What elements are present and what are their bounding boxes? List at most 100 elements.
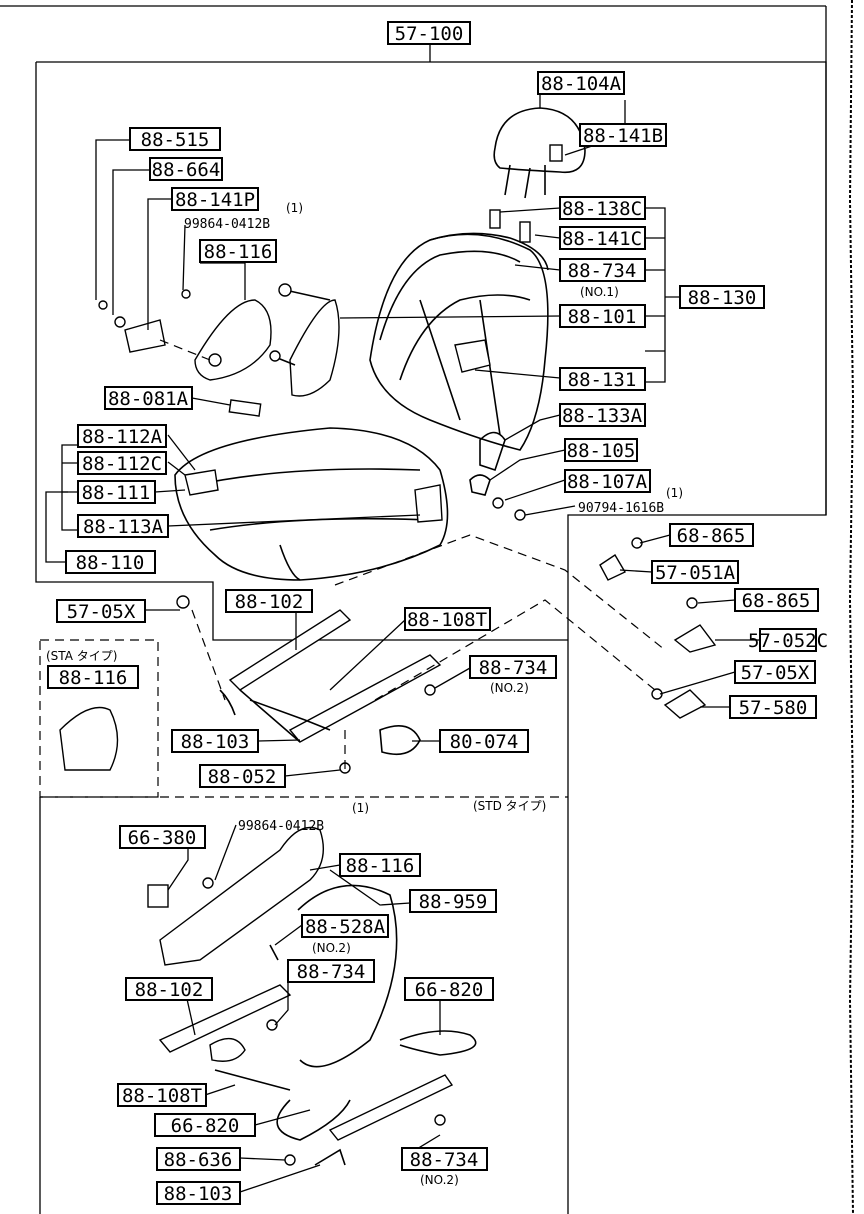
label-text: 88-101 (568, 306, 637, 328)
label-57-05X-lower: 57-05X (734, 660, 816, 684)
label-text: 57-580 (739, 697, 808, 719)
label-57-580: 57-580 (729, 695, 817, 719)
label-text: 88-734 (410, 1149, 479, 1171)
label-text: 88-104A (541, 73, 622, 95)
label-text: 88-664 (152, 159, 221, 181)
label-57-051A: 57-051A (651, 560, 739, 584)
label-88-110: 88-110 (65, 550, 156, 574)
label-88-515: 88-515 (129, 127, 221, 151)
label-88-105: 88-105 (564, 438, 638, 462)
label-text: 88-113A (83, 516, 164, 538)
note-text: (NO.2) (420, 1173, 459, 1187)
label-57-052C: 57-052C (748, 628, 828, 652)
label-text: 68-865 (742, 590, 811, 612)
label-88-108T-std: 88-108T (117, 1083, 207, 1107)
label-text: 88-116 (59, 667, 128, 689)
label-88-104A: 88-104A (537, 71, 625, 95)
label-88-113A: 88-113A (77, 514, 169, 538)
label-text: 57-052C (748, 630, 828, 652)
label-88-081A: 88-081A (104, 386, 193, 410)
label-88-102-upper: 88-102 (225, 589, 313, 613)
label-text: 88-102 (135, 979, 204, 1001)
label-57-05X-upper: 57-05X (56, 599, 146, 623)
label-text: 88-734 (297, 961, 366, 983)
label-88-130: 88-130 (679, 285, 765, 309)
label-text: 57-100 (395, 23, 464, 45)
label-text: 88-141P (175, 189, 255, 211)
label-88-116-std: 88-116 (339, 853, 421, 877)
label-text: 88-959 (419, 891, 488, 913)
label-text: 88-105 (567, 440, 636, 462)
label-88-959: 88-959 (409, 889, 497, 913)
label-88-116-upper: 88-116 (199, 239, 277, 263)
label-text: 57-051A (655, 562, 736, 584)
label-88-112A: 88-112A (77, 424, 167, 448)
label-88-734-std-upper: 88-734 (287, 959, 375, 983)
label-text: 88-528A (305, 916, 386, 938)
label-text: 88-107A (567, 471, 648, 493)
label-88-116-sta: 88-116 (47, 665, 139, 689)
label-text: 88-133A (562, 405, 643, 427)
label-88-052: 88-052 (199, 764, 286, 788)
label-text: 88-141C (562, 228, 642, 250)
label-text: 66-820 (415, 979, 484, 1001)
label-text: 88-515 (141, 129, 210, 151)
note-text: (1) (352, 801, 369, 815)
label-88-734-std-lower: 88-734 (401, 1147, 488, 1171)
label-text: 88-131 (568, 369, 637, 391)
part-number-text: 90794-1616B (578, 501, 664, 516)
label-text: 88-116 (346, 855, 415, 877)
label-68-865-lower: 68-865 (734, 588, 819, 612)
label-88-141B: 88-141B (579, 123, 667, 147)
label-text: 88-111 (82, 482, 151, 504)
label-text: 66-380 (128, 827, 197, 849)
label-text: 88-636 (164, 1149, 233, 1171)
label-88-141P: 88-141P (171, 187, 259, 211)
part-number-text: 99864-0412B (238, 819, 324, 834)
label-88-112C: 88-112C (77, 451, 167, 475)
label-88-103-std: 88-103 (156, 1181, 241, 1205)
label-88-101: 88-101 (559, 304, 646, 328)
note-text: (STD タイプ) (473, 799, 546, 813)
label-text: 88-052 (208, 766, 277, 788)
label-text: 88-138C (562, 198, 642, 220)
label-text: 80-074 (450, 731, 519, 753)
label-text: 88-081A (108, 388, 189, 410)
label-88-108T-upper: 88-108T (404, 607, 491, 631)
label-text: 88-734 (479, 657, 548, 679)
note-text: (1) (286, 201, 303, 215)
note-text: (STA タイプ) (46, 649, 117, 663)
label-88-103-upper: 88-103 (171, 729, 259, 753)
label-text: 88-103 (181, 731, 250, 753)
label-88-131: 88-131 (559, 367, 646, 391)
note-text: (NO.2) (312, 941, 351, 955)
label-88-138C: 88-138C (559, 196, 646, 220)
note-text: (NO.1) (580, 285, 619, 299)
label-88-141C: 88-141C (559, 226, 646, 250)
note-text: (1) (666, 486, 683, 500)
label-text: 88-130 (688, 287, 757, 309)
label-88-734-no2: 88-734 (469, 655, 557, 679)
label-text: 88-108T (407, 609, 487, 631)
label-88-636: 88-636 (156, 1147, 241, 1171)
label-text: 88-110 (76, 552, 145, 574)
label-text: 57-05X (741, 662, 810, 684)
label-88-107A: 88-107A (564, 469, 651, 493)
label-88-102-std: 88-102 (125, 977, 213, 1001)
label-text: 68-865 (677, 525, 746, 547)
label-88-528A: 88-528A (301, 914, 389, 938)
label-66-820-upper: 66-820 (404, 977, 494, 1001)
label-88-664: 88-664 (149, 157, 223, 181)
label-88-734-no1: 88-734 (559, 258, 646, 282)
label-text: 88-734 (568, 260, 637, 282)
label-text: 88-103 (164, 1183, 233, 1205)
label-text: 88-102 (235, 591, 304, 613)
label-57-100: 57-100 (387, 21, 471, 45)
label-88-133A: 88-133A (559, 403, 646, 427)
label-66-380: 66-380 (119, 825, 206, 849)
label-text: 88-141B (583, 125, 663, 147)
label-80-074: 80-074 (439, 729, 529, 753)
label-text: 57-05X (67, 601, 136, 623)
